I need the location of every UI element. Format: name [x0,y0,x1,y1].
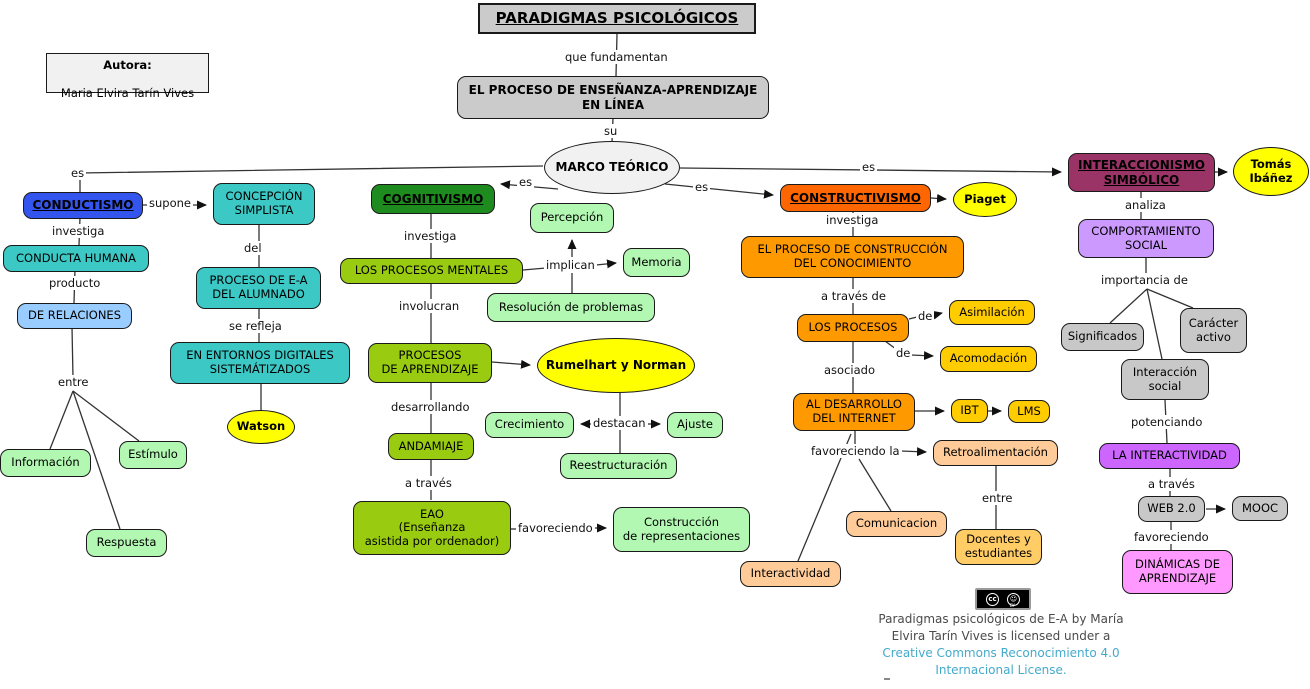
node-constructivismo[interactable]: CONSTRUCTIVISMO [780,184,931,212]
node-eao[interactable]: EAO (Enseñanza asistida por ordenador) [353,501,511,555]
node-entornos-digitales[interactable]: EN ENTORNOS DIGITALES SISTEMÁTIZADOS [170,342,350,384]
license-link-line-1[interactable]: Creative Commons Reconocimiento 4.0 [882,646,1120,660]
node-interaccionismo-simbolico[interactable]: INTERACCIONISMO SIMBÓLICO [1068,153,1215,192]
link-label-de-1: de [916,309,935,323]
cropped-text-fragment [884,678,890,680]
node-lms[interactable]: LMS [1008,400,1050,423]
node-memoria[interactable]: Memoria [623,248,690,277]
link-label-su: su [602,124,620,138]
link-label-supone: supone [147,196,193,210]
node-concepcion-simplista[interactable]: CONCEPCIÓN SIMPLISTA [213,183,315,225]
cc-by-person-icon: ☺ [1007,592,1020,606]
link-label-es-interaccionismo: es [860,160,878,174]
link-label-importancia-de: importancia de [1099,273,1190,287]
node-crecimiento[interactable]: Crecimiento [485,412,574,438]
node-comportamiento-social[interactable]: COMPORTAMIENTO SOCIAL [1078,219,1214,258]
link-label-implican: implican [544,258,597,272]
node-caracter-activo[interactable]: Carácter activo [1180,308,1247,353]
link-label-investiga-1: investiga [50,224,107,238]
node-conducta-humana[interactable]: CONDUCTA HUMANA [3,245,149,272]
node-retroalimentacion[interactable]: Retroalimentación [933,440,1058,466]
author-box: Autora: Maria Elvira Tarín Vives [46,53,209,99]
link-label-del: del [242,241,264,255]
link-label-potenciando: potenciando [1129,415,1205,429]
link-label-favoreciendo-2: favoreciendo [1132,530,1211,544]
node-mooc[interactable]: MOOC [1232,496,1288,521]
link-label-es-cognitivismo: es [517,175,535,189]
node-resolucion-problemas[interactable]: Resolución de problemas [487,293,655,322]
node-proceso-construccion[interactable]: EL PROCESO DE CONSTRUCCIÓN DEL CONOCIMIE… [741,236,964,278]
node-respuesta[interactable]: Respuesta [86,529,167,557]
node-ibt[interactable]: IBT [951,399,988,423]
node-acomodacion[interactable]: Acomodación [940,346,1037,372]
link-label-producto: producto [47,276,103,290]
node-reestructuracion[interactable]: Reestructuración [560,453,677,479]
node-interaccion-social[interactable]: Interacción social [1121,359,1209,400]
node-proceso-ensenanza-aprendizaje[interactable]: EL PROCESO DE ENSEÑANZA-APRENDIZAJE EN L… [457,76,769,119]
map-title: PARADIGMAS PSICOLÓGICOS [478,3,756,34]
link-label-de-2: de [894,346,913,360]
link-label-involucran: involucran [397,299,462,313]
link-label-se-refleja: se refleja [227,319,284,333]
node-conductismo[interactable]: CONDUCTISMO [23,192,143,219]
cc-by-label: BY [1010,603,1015,608]
license-line-1: Paradigmas psicológicos de E-A by María [878,612,1124,626]
link-label-asociado: asociado [822,363,877,377]
node-significados[interactable]: Significados [1061,323,1144,351]
link-label-es-conductismo: es [69,166,87,180]
node-la-interactividad[interactable]: LA INTERACTIVIDAD [1099,443,1240,469]
node-tomas-ibanez[interactable]: Tomás Ibáñez [1233,147,1309,196]
author-label: Autora: [103,58,152,73]
node-proceso-ea-alumnado[interactable]: PROCESO DE E-A DEL ALUMNADO [196,267,321,309]
license-line-2: Elvira Tarín Vives is licensed under a [891,629,1111,643]
node-procesos-mentales[interactable]: LOS PROCESOS MENTALES [340,258,523,284]
node-docentes-estudiantes[interactable]: Docentes y estudiantes [955,529,1042,565]
node-dinamicas-aprendizaje[interactable]: DINÁMICAS DE APRENDIZAJE [1122,550,1233,594]
node-al-desarrollo-internet[interactable]: AL DESARROLLO DEL INTERNET [793,393,915,431]
link-label-a-traves-1: a través [403,476,454,490]
link-label-analiza: analiza [1123,198,1168,212]
node-web20[interactable]: WEB 2.0 [1138,496,1205,522]
node-rumelhart-norman[interactable]: Rumelhart y Norman [537,338,695,393]
node-percepcion[interactable]: Percepción [530,203,614,233]
license-link-line-2[interactable]: Internacional License. [935,663,1067,677]
node-informacion[interactable]: Información [0,449,91,477]
node-andamiaje[interactable]: ANDAMIAJE [388,433,474,460]
author-name: Maria Elvira Tarín Vives [60,85,195,100]
node-de-relaciones[interactable]: DE RELACIONES [17,303,132,329]
node-watson[interactable]: Watson [227,410,295,444]
link-label-es-constructivismo: es [693,180,711,194]
link-label-destacan: destacan [591,416,648,430]
link-label-a-traves-de: a través de [819,289,888,303]
link-label-favoreciendo-1: favoreciendo [516,521,595,535]
node-marco-teorico[interactable]: MARCO TEÓRICO [544,141,680,194]
node-piaget[interactable]: Piaget [953,182,1017,217]
link-label-desarrollando: desarrollando [389,400,472,414]
node-cognitivismo[interactable]: COGNITIVISMO [371,184,495,214]
node-estimulo[interactable]: Estímulo [119,441,187,469]
link-label-investiga-2: investiga [402,229,459,243]
link-label-que-fundamentan: que fundamentan [563,50,670,64]
cc-license-badge[interactable]: cc ☺ BY [975,588,1031,610]
node-ajuste[interactable]: Ajuste [667,412,723,438]
node-construccion-representaciones[interactable]: Construcción de representaciones [613,507,750,552]
link-label-favoreciendo-la: favoreciendo la [809,444,902,458]
link-label-entre-1: entre [56,375,91,389]
node-procesos-aprendizaje[interactable]: PROCESOS DE APRENDIZAJE [368,343,492,383]
cc-icon: cc [986,592,999,606]
node-los-procesos[interactable]: LOS PROCESOS [797,314,909,342]
node-interactividad[interactable]: Interactividad [740,561,841,587]
license-text: Paradigmas psicológicos de E-A by María … [870,611,1132,679]
link-label-investiga-3: investiga [824,213,881,227]
node-asimilacion[interactable]: Asimilación [949,300,1035,325]
link-label-a-traves-2: a través [1146,477,1197,491]
node-comunicacion[interactable]: Comunicacion [846,511,947,537]
link-label-entre-2: entre [980,491,1015,505]
